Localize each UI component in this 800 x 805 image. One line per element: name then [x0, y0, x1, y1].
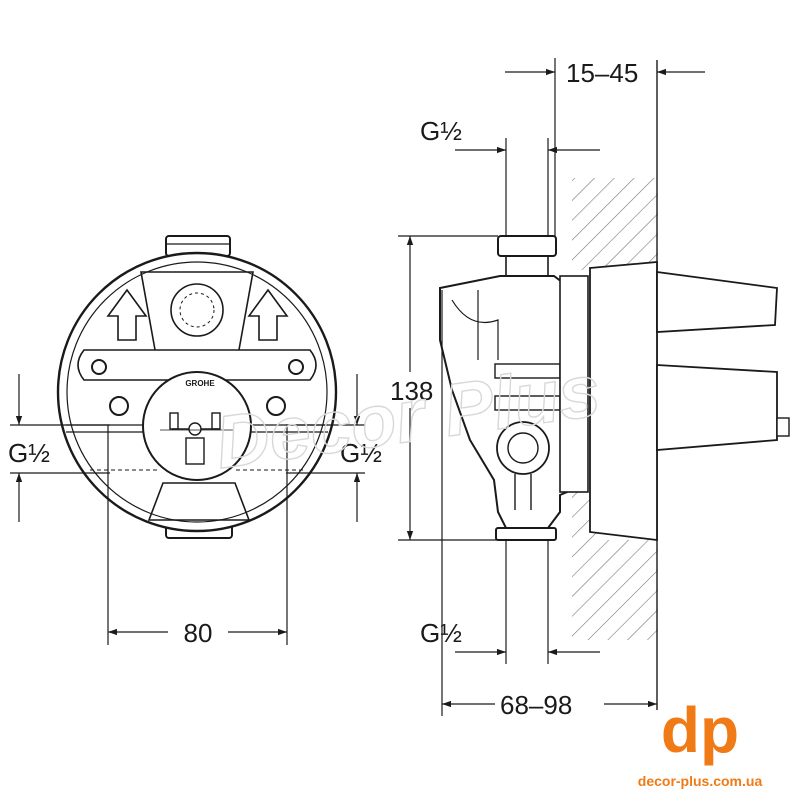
side-top-inlet: [497, 235, 557, 257]
wall-hatch-lower: [572, 540, 658, 640]
side-view: [439, 60, 790, 710]
top-offset-label: 15–45: [566, 58, 638, 88]
dim-height: [398, 235, 498, 541]
dim-side-inlet-top: [455, 138, 600, 236]
front-mount-hole-left: [91, 359, 107, 375]
side-mounting-block: [559, 275, 589, 493]
dim-left-port: [10, 374, 110, 522]
brand-logo-mark: dp: [661, 694, 739, 766]
front-mounting-bar: [77, 349, 317, 381]
brand-logo: dp decor-plus.com.ua: [638, 694, 763, 789]
dim-side-outlet-bottom: [455, 540, 600, 664]
side-protective-cap: [656, 270, 778, 333]
dim-width: [107, 425, 288, 645]
center-valve-detail: [160, 412, 234, 465]
width-label: 80: [184, 618, 213, 648]
brand-website: decor-plus.com.ua: [638, 773, 763, 789]
side-outlet-bottom-label: G½: [420, 618, 462, 648]
right-port-label: G½: [340, 438, 382, 468]
wall-hatch-upper: [572, 178, 658, 270]
body-brand-label: GROHE: [185, 379, 215, 388]
warning-arrow-right-icon: [247, 288, 289, 341]
height-label: 138: [390, 376, 433, 406]
dim-right-port: [286, 374, 365, 522]
side-cover-plate: [589, 261, 658, 542]
front-view: [56, 235, 338, 539]
side-bottom-port: [496, 421, 550, 475]
side-inlet-top-label: G½: [420, 116, 462, 146]
front-inner-ring: [66, 261, 328, 523]
front-mount-hole-right: [288, 359, 304, 375]
left-port-label: G½: [8, 438, 50, 468]
side-bottom-outlet: [495, 527, 557, 541]
side-valve-body: [439, 275, 573, 529]
dim-depth: [441, 290, 657, 716]
depth-label: 68–98: [500, 690, 572, 720]
front-top-port: [170, 283, 224, 337]
front-bottom-segment: [147, 482, 251, 521]
warning-arrow-left-icon: [106, 288, 148, 341]
